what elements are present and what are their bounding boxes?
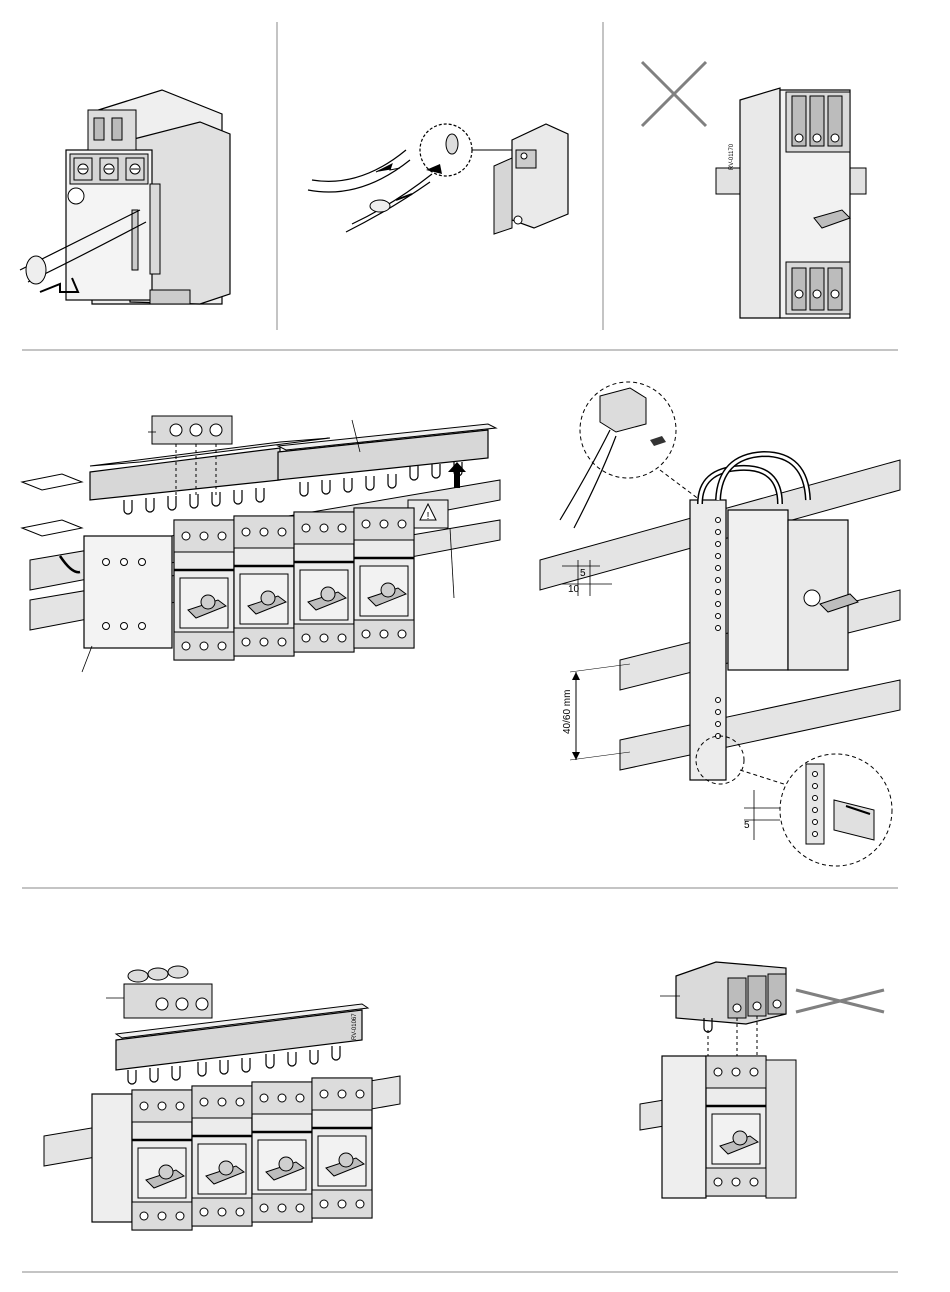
panel-b-busbar-assembly: ! — [22, 416, 500, 672]
drawing-code: RV-01067 — [352, 1013, 358, 1040]
panel-a2-wire-insertion — [308, 124, 568, 234]
svg-text:!: ! — [427, 511, 430, 522]
panel-e-incorrect — [640, 962, 884, 1198]
panel-a3-incorrect: RV-01170 — [642, 62, 866, 318]
dim-label-spacing: 40/60 mm — [562, 690, 573, 734]
panel-a1-screwdriver — [20, 90, 230, 304]
drawing-code: RV-01170 — [729, 143, 735, 170]
panel-c-rail-spacing: 5 10 40/60 mm 5 — [540, 382, 900, 866]
dim-label-5-top: 5 — [580, 568, 586, 579]
dim-label-10: 10 — [568, 584, 580, 595]
panel-d-busbar-terminal: RV-01067 — [44, 966, 400, 1230]
dim-label-5-bottom: 5 — [744, 820, 750, 831]
